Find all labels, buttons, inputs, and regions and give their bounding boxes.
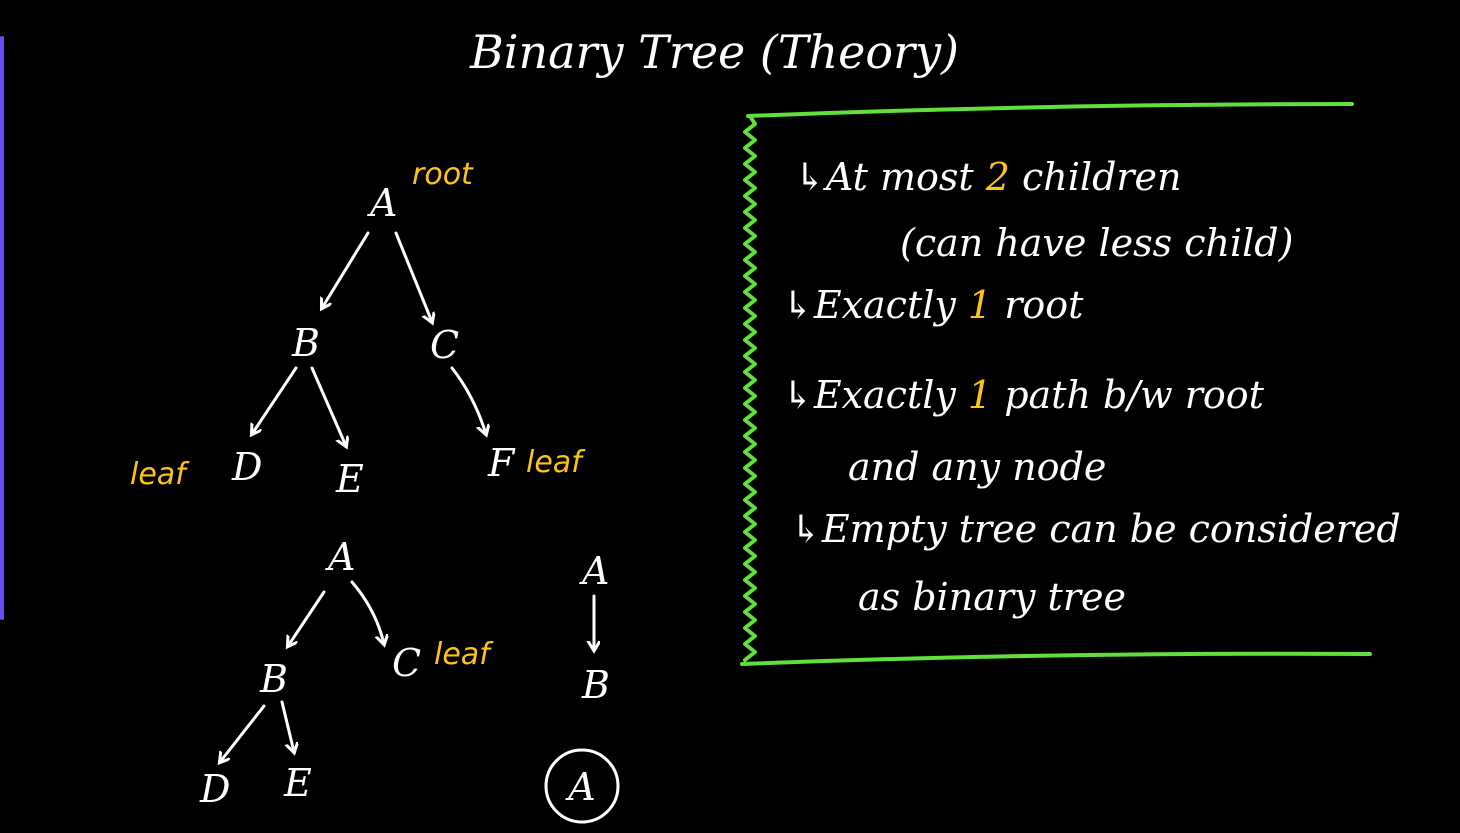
tree1-node-e: E (335, 457, 364, 501)
tree1-leaf-label-right: leaf (526, 445, 586, 480)
edge-a-c (394, 231, 432, 322)
page-title: Binary Tree (Theory) (469, 25, 959, 79)
fact-4: ↳Empty tree can be considered (790, 507, 1401, 551)
tree-1: A B C D E F root leaf leaf (130, 157, 586, 501)
fact-1-continuation: (can have less child) (900, 221, 1293, 265)
tree1-node-c: C (430, 323, 459, 367)
circled-label-text: A (565, 765, 595, 809)
edge2-a-c (350, 580, 384, 644)
fact-1: ↳At most 2 children (794, 155, 1182, 199)
tree2-node-a: A (325, 535, 355, 579)
facts-list: ↳At most 2 children (can have less child… (782, 155, 1401, 619)
fact-3-continuation: and any node (848, 445, 1106, 489)
tree1-node-d: D (231, 445, 262, 489)
edge-b-d (252, 366, 298, 434)
tree2-node-e: E (283, 761, 312, 805)
facts-box (740, 102, 1372, 666)
left-edge-bar (0, 36, 4, 620)
tree2-node-c: C (392, 641, 421, 685)
tree2-node-b: B (259, 657, 288, 701)
edge-a-b (322, 231, 370, 308)
tree3-node-a: A (579, 549, 609, 593)
tree2-leaf-label: leaf (434, 637, 494, 672)
edge-c-f (450, 366, 486, 434)
edge2-b-e (280, 700, 294, 752)
tree1-root-label: root (412, 157, 474, 192)
fact-4-continuation: as binary tree (858, 575, 1126, 619)
tree-3: A B (579, 549, 610, 707)
edge2-b-d (220, 704, 266, 762)
fact-2-arrow: ↳ (782, 283, 814, 327)
tree1-node-a: A (367, 181, 397, 225)
fact-3: ↳Exactly 1 path b/w root (782, 373, 1265, 417)
fact-3-arrow: ↳ (782, 373, 814, 417)
edge2-a-b (288, 590, 326, 646)
tree1-leaf-label-left: leaf (130, 457, 190, 492)
tree1-node-b: B (291, 321, 320, 365)
fact-4-arrow: ↳ (790, 507, 822, 551)
circled-label: A (544, 748, 620, 824)
edge-b-e (310, 366, 346, 446)
tree2-node-d: D (199, 767, 230, 811)
box-left-wavy-line (743, 114, 757, 662)
tree-2: A B C D E leaf (199, 535, 494, 811)
box-top-line (746, 102, 1354, 118)
circled-label-ring (544, 748, 620, 824)
tree1-node-f: F (487, 441, 516, 485)
fact-1-arrow: ↳ (794, 155, 826, 199)
fact-2: ↳Exactly 1 root (782, 283, 1084, 327)
tree3-node-b: B (581, 663, 610, 707)
box-bottom-line (740, 651, 1372, 666)
